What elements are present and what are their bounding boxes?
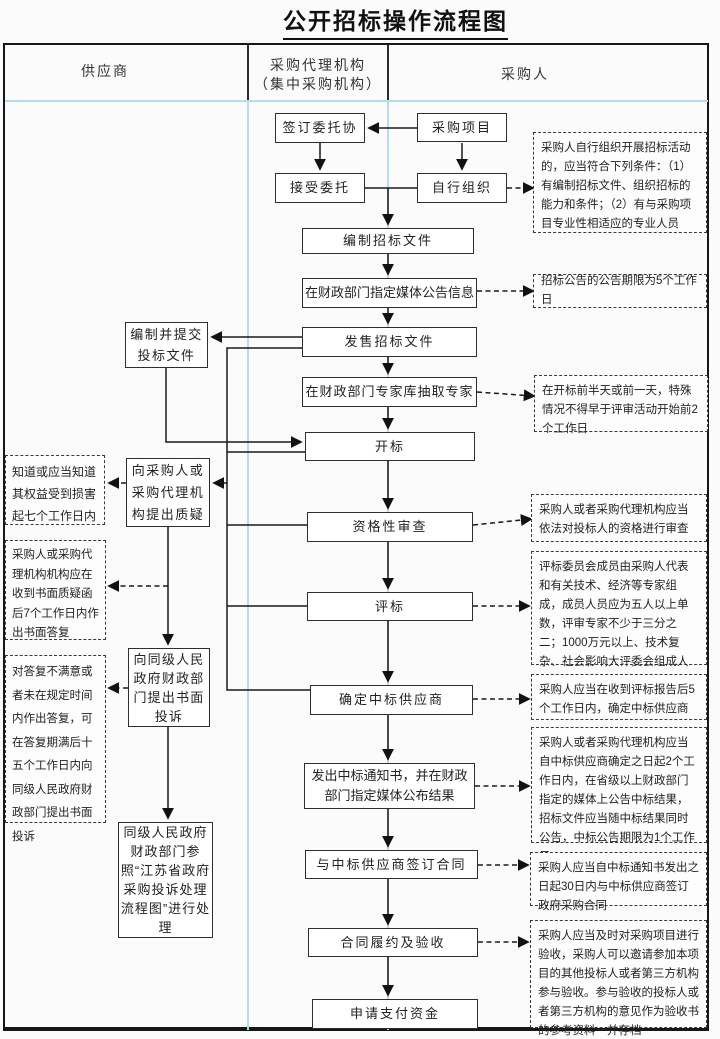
lane-header-agency: 采购代理机构 （集中采购机构） xyxy=(253,56,383,94)
note-complaint-rule: 对答复不满意或者未在规定时间内作出答复，可在答复期满后十五个工作日内向同级人民政… xyxy=(5,655,106,843)
step-bid-opening: 开标 xyxy=(305,432,475,461)
step-self-organize: 自行组织 xyxy=(417,173,507,203)
note-qualification-rule: 采购人或者采购代理机构应当依法对投标人的资格进行审查 xyxy=(531,494,707,542)
note-announcement-period: 招标公告的公告期限为5个工作日 xyxy=(533,274,707,308)
note-evaluation-committee-rule: 评标委员会成员由采购人代表和有关技术、经济等专家组成，成员人员应为五人以上单数，… xyxy=(531,551,707,687)
header-underline xyxy=(5,100,708,102)
step-prepare-bid-docs: 编制招标文件 xyxy=(302,228,474,254)
step-contract-acceptance: 合同履约及验收 xyxy=(308,928,478,957)
step-draw-experts: 在财政部门专家库抽取专家 xyxy=(302,377,477,407)
step-raise-query: 向采购人或采购代理机构提出质疑 xyxy=(126,458,210,527)
step-apply-payment: 申请支付资金 xyxy=(312,999,478,1029)
step-issue-award-notice: 发出中标通知书，并在财政部门指定媒体公布结果 xyxy=(304,763,475,809)
note-self-organize-conditions: 采购人自行组织开展招标活动的，应当符合下列条件：（1）有编制招标文件、组织招标的… xyxy=(533,132,707,233)
note-award-announcement-rule: 采购人或者采购代理机构应当自中标供应商确定之日起2个工作日内，在省级以上财政部门… xyxy=(531,727,707,863)
note-reply-rule: 采购人或采购代理机构机构应在收到书面质疑函后7个工作日内作出书面答复 xyxy=(5,540,106,640)
step-procurement-project: 采购项目 xyxy=(417,113,507,142)
step-sell-bid-docs: 发售招标文件 xyxy=(302,327,477,357)
chart-frame xyxy=(3,43,709,1031)
lane-header-agency-line1: 采购代理机构 xyxy=(270,57,366,73)
note-determine-winner-rule: 采购人应当在收到评标报告后5个工作日内，确定中标供应商 xyxy=(531,674,707,720)
note-expert-draw-timing: 在开标前半天或前一天，特殊情况不得早于评审活动开始前2个工作日 xyxy=(534,375,708,435)
step-prepare-submit-bid: 编制并提交投标文件 xyxy=(125,322,208,368)
header-divider-1 xyxy=(247,45,249,100)
step-sign-agreement: 签订委托协 xyxy=(275,113,365,143)
note-acceptance-rule: 采购人应当及时对采购项目进行验收，采购人可以邀请参加本项目的其他投标人或者第三方… xyxy=(530,920,707,1037)
note-contract-signing-rule: 采购人应当自中标通知书发出之日起30日内与中标供应商签订政府采购合同 xyxy=(530,852,707,912)
page-title: 公开招标操作流程图 xyxy=(283,2,508,40)
lane-divider-supplier-agency xyxy=(247,102,249,1030)
step-determine-winner: 确定中标供应商 xyxy=(310,685,473,715)
step-accept-entrustment: 接受委托 xyxy=(275,173,365,203)
note-query-time-window: 知道或应当知道其权益受到损害起七个工作日内 xyxy=(5,455,105,525)
step-sign-contract: 与中标供应商签订合同 xyxy=(305,850,478,879)
header-divider-2 xyxy=(387,45,389,100)
step-qualification-review: 资格性审查 xyxy=(307,512,473,542)
lane-header-purchaser: 采购人 xyxy=(501,66,549,82)
step-announce-info: 在财政部门指定媒体公告信息 xyxy=(302,278,477,308)
step-handle-complaint: 同级人民政府财政部门参照“江苏省政府采购投诉处理流程图”进行处理 xyxy=(118,822,213,938)
lane-header-agency-line2: （集中采购机构） xyxy=(254,76,382,92)
step-file-complaint: 向同级人民政府财政部门提出书面投诉 xyxy=(128,648,210,727)
lane-header-supplier: 供应商 xyxy=(81,63,129,79)
step-bid-evaluation: 评标 xyxy=(307,592,473,621)
